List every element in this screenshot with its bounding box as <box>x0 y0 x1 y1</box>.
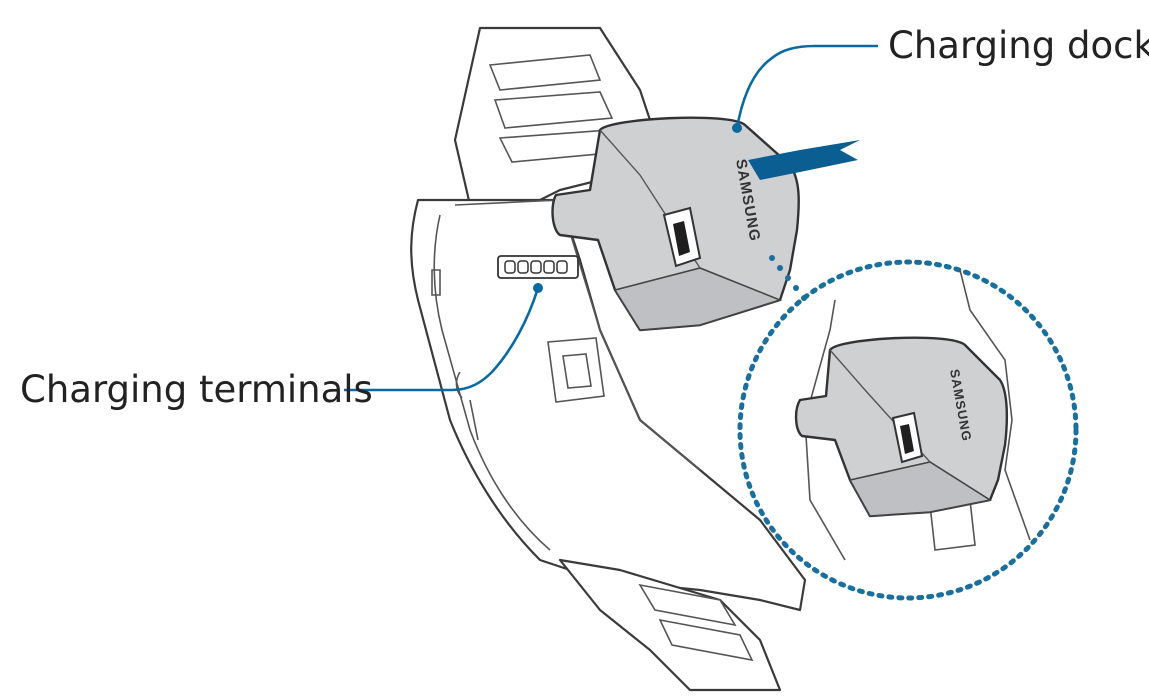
watch-strap <box>410 26 807 692</box>
label-charging-terminals: Charging terminals <box>20 368 373 411</box>
charging-terminals <box>497 255 579 279</box>
zoomed-dock: SAMSUNG <box>794 336 1009 518</box>
arrow-left-icon <box>748 140 860 180</box>
zoom-connector <box>769 255 807 301</box>
micro-usb-port-icon <box>662 206 702 268</box>
charging-dock: SAMSUNG <box>551 116 800 332</box>
terminal-pins <box>504 260 568 274</box>
label-charging-dock: Charging dock <box>888 24 1149 67</box>
zoomed-micro-usb-port-icon <box>891 411 924 464</box>
zoom-inset: SAMSUNG <box>737 259 1079 601</box>
callout-charging-terminals: Charging terminals <box>20 283 543 411</box>
callout-charging-dock: Charging dock <box>732 24 1149 133</box>
